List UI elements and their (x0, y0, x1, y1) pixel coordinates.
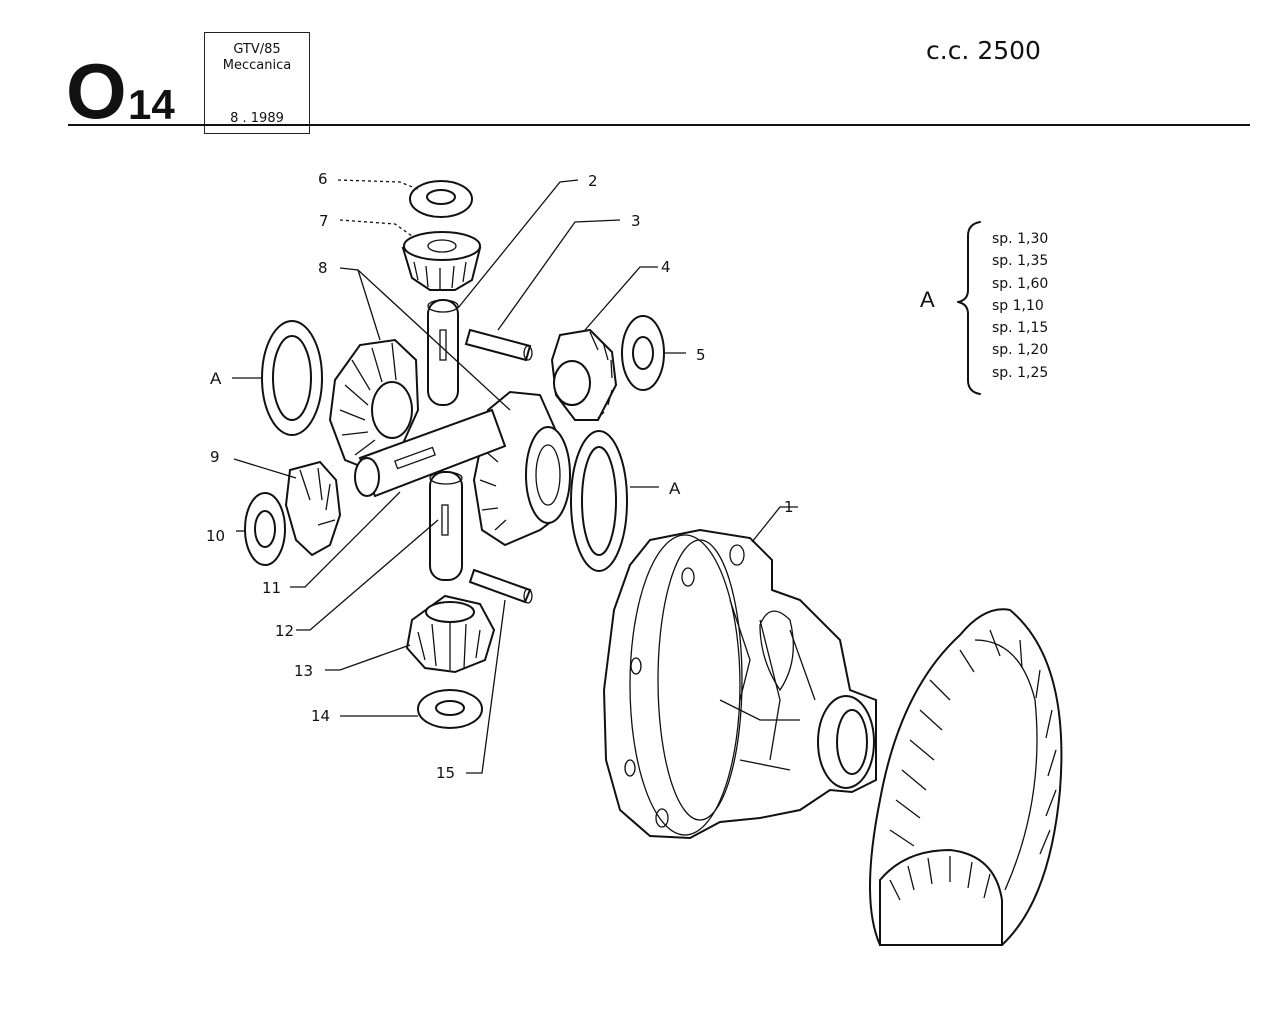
engine-displacement: c.c. 2500 (926, 36, 1041, 65)
page-code: O 14 (66, 52, 175, 130)
callout-15: 15 (436, 764, 455, 782)
callout-4: 4 (661, 258, 671, 276)
part-8-side-gear-left (328, 338, 420, 472)
shim-a-right (570, 430, 628, 572)
shim-brace (957, 221, 981, 395)
leader-lines (232, 179, 798, 774)
part-2-pin-upper (427, 299, 459, 406)
part-7-planet-gear (401, 231, 482, 291)
page-code-minor: 14 (128, 81, 175, 128)
part-3-roll-pin (464, 328, 533, 362)
part-14-thrust-washer (417, 689, 483, 729)
model-info-box: GTV/85 Meccanica 8 . 1989 (204, 32, 310, 134)
part-9-planet-gear (284, 460, 342, 557)
issue-date: 8 . 1989 (230, 111, 284, 126)
part-5-thrust-washer (621, 315, 665, 391)
callout-13: 13 (294, 662, 313, 680)
part-4-side-gear (550, 328, 618, 421)
shim-thickness: sp 1,10 (992, 297, 1044, 314)
part-15-roll-pin (468, 568, 533, 604)
shim-thickness: sp. 1,30 (992, 231, 1049, 247)
shim-key-label: A (920, 287, 935, 312)
section-name: Meccanica (222, 58, 292, 73)
page-code-major: O (66, 47, 127, 135)
callout-14: 14 (311, 707, 330, 725)
shim-thickness: sp. 1,35 (992, 253, 1049, 270)
shim-thickness: sp. 1,20 (992, 342, 1049, 359)
ring-gear-and-pinion (869, 608, 1063, 946)
callout-9: 9 (210, 448, 220, 466)
callout-a-right: A (669, 479, 681, 498)
callout-1: 1 (784, 498, 794, 516)
model-name: GTV/85 (233, 42, 281, 57)
shim-a-left (261, 320, 323, 436)
shim-thickness-list: sp. 1,30 sp. 1,35 sp. 1,60 sp 1,10 sp. 1… (992, 228, 1072, 384)
callout-5: 5 (696, 346, 706, 364)
shim-thickness: sp. 1,60 (992, 275, 1049, 292)
header-rule (68, 124, 1250, 126)
callout-10: 10 (206, 527, 225, 545)
callout-2: 2 (588, 172, 598, 190)
part-10-thrust-washer (244, 492, 286, 566)
callout-8: 8 (318, 259, 328, 277)
callout-3: 3 (631, 212, 641, 230)
callout-6: 6 (318, 170, 328, 188)
callout-a-left: A (210, 369, 222, 388)
part-6-thrust-washer (409, 180, 473, 218)
part-12-pin-lower (429, 471, 463, 581)
callout-12: 12 (275, 622, 294, 640)
shim-thickness: sp. 1,15 (992, 320, 1049, 337)
part-1-differential-carrier (602, 528, 877, 840)
callout-7: 7 (319, 212, 329, 230)
callout-11: 11 (262, 579, 281, 597)
part-11-cross-shaft (354, 408, 507, 498)
part-13-planet-gear (405, 594, 496, 674)
shim-thickness: sp. 1,25 (992, 364, 1049, 381)
